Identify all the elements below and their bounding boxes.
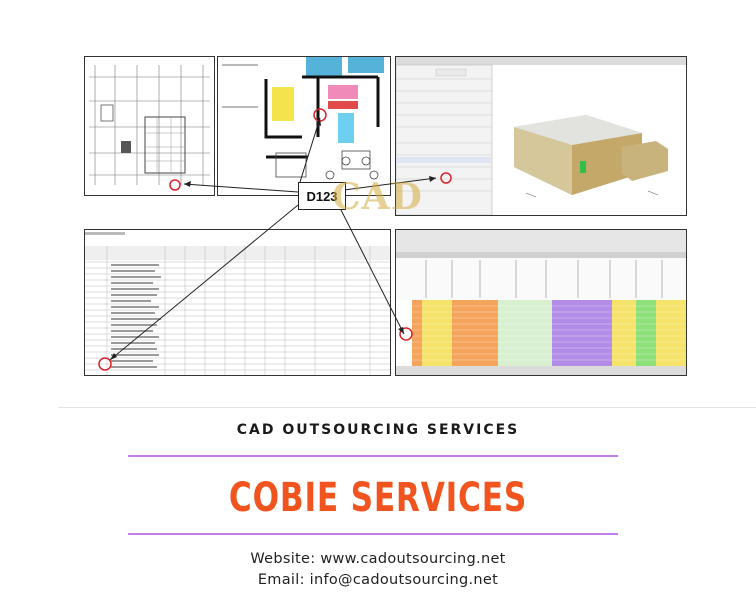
- elevation-drawing-image: [84, 56, 215, 196]
- page-title: COBIE SERVICES: [228, 475, 528, 521]
- callout-label: D123: [306, 188, 338, 204]
- floor-plan-image: [217, 56, 391, 196]
- tagline: CAD OUTSOURCING SERVICES: [236, 422, 520, 438]
- website-text: Website: www.cadoutsourcing.net: [250, 551, 506, 567]
- bim-model-screenshot: [395, 56, 687, 216]
- watermark-logo: CAD: [332, 176, 423, 218]
- bottom-rule: [128, 533, 618, 535]
- email-text: Email: info@cadoutsourcing.net: [257, 572, 499, 588]
- element-tag-callout: D123: [298, 182, 346, 210]
- top-rule: [128, 455, 618, 457]
- schedule-table-image: [84, 229, 391, 376]
- cobie-spreadsheet-image: [395, 229, 687, 376]
- connector-arrows: [109, 117, 437, 361]
- divider: [58, 407, 756, 408]
